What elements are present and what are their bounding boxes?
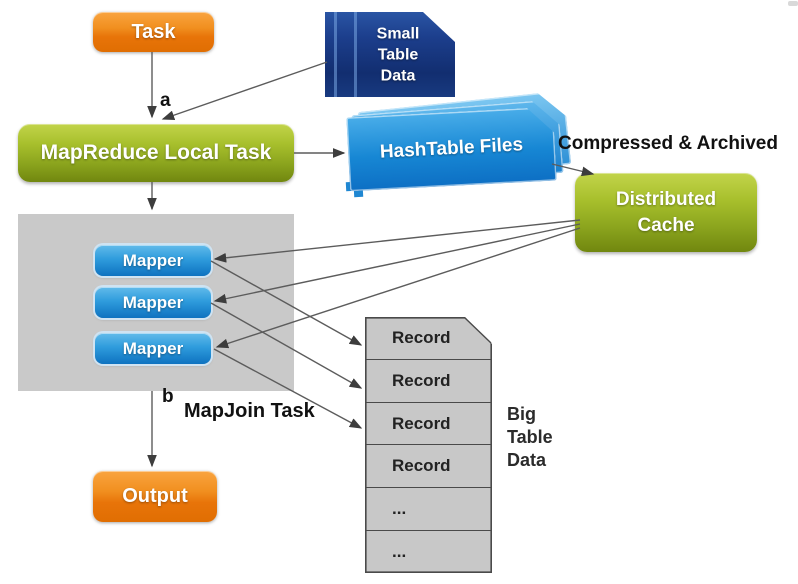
record-label: Record [392,456,451,476]
node-mapper-3-label: Mapper [122,338,184,358]
big-table-data-label: Big Table Data [507,404,553,470]
node-task: Task [93,12,214,52]
table-row: ... [365,488,492,531]
node-small-table-data: Small Table Data [325,12,455,97]
table-row: Record [365,445,492,488]
node-mapreduce-local-task: MapReduce Local Task [18,124,294,182]
node-output: Output [93,471,217,522]
node-mapreduce-local-task-label: MapReduce Local Task [40,141,272,164]
node-mapper-3: Mapper [95,333,211,364]
node-distributed-cache-label: Distributed Cache [615,188,717,236]
node-hashtable-files-label: HashTable Files [379,134,524,163]
record-label: ... [392,542,407,562]
node-hashtable-files: HashTable Files [345,112,555,198]
screen-artifact [788,1,798,6]
page-edge-stripe [334,12,337,97]
label-compressed-archived: Compressed & Archived [558,133,778,154]
page-edge-stripe [354,12,357,97]
table-row: Record [365,317,492,360]
node-mapper-2-label: Mapper [122,292,184,312]
table-row: Record [365,360,492,403]
node-small-table-data-label: Small Table Data [376,25,420,84]
table-row: ... [365,531,492,573]
big-table: Record Record Record Record ... ... [365,317,492,573]
node-distributed-cache: Distributed Cache [575,173,757,252]
node-mapper-1: Mapper [95,245,211,276]
record-label: Record [392,413,451,433]
table-row: Record [365,403,492,446]
label-step-a: a [160,90,171,111]
node-output-label: Output [122,485,188,507]
label-step-b: b [162,386,174,407]
hashtable-sheet-front: HashTable Files [346,107,557,192]
node-mapper-1-label: Mapper [122,250,184,270]
node-mapper-2: Mapper [95,287,211,318]
record-label: Record [392,327,451,347]
record-label: Record [392,370,451,390]
node-task-label: Task [131,20,176,43]
record-label: ... [392,499,407,519]
arrow-small-table-to-local-task [161,61,328,120]
label-mapjoin-task: MapJoin Task [184,400,315,422]
